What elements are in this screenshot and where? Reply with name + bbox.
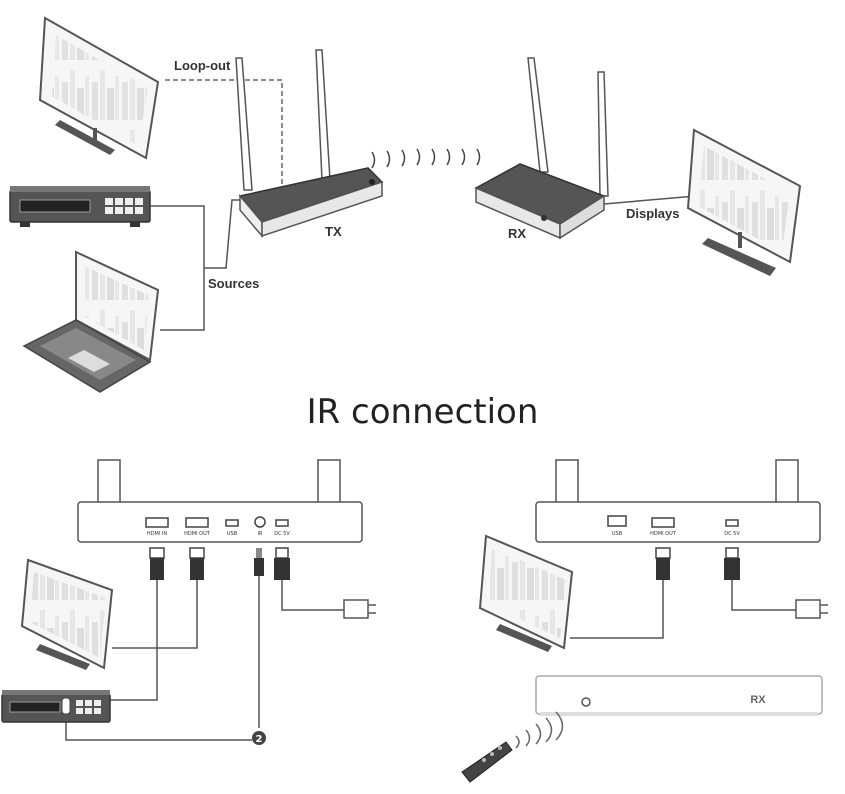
displays-label: Displays <box>626 206 680 221</box>
tx-power-adapter <box>343 599 376 619</box>
loop-out-label: Loop-out <box>174 58 231 73</box>
sources-label: Sources <box>208 276 260 291</box>
wireless-signal-waves <box>371 148 481 169</box>
rx-port-label: DC 5V <box>724 531 740 537</box>
section-title: IR connection <box>306 392 539 432</box>
hdmi-out-port <box>651 517 675 528</box>
rx-power-adapter <box>795 599 828 619</box>
rx-dc-power-plug <box>724 547 740 580</box>
ir-signal-waves <box>515 711 564 749</box>
sources-cabling <box>150 199 245 331</box>
ir-port <box>254 516 266 528</box>
rx-hdmi-plug <box>655 547 671 580</box>
dc-power-plug <box>274 547 290 580</box>
svg-text:2: 2 <box>256 734 263 745</box>
loop-out-line <box>165 79 283 185</box>
rx-antennas <box>527 57 609 197</box>
tx-label: TX <box>325 224 342 239</box>
ir-cable-plug <box>254 548 264 576</box>
set-top-box-source <box>9 186 151 227</box>
display-monitor <box>686 128 802 276</box>
tx-hdmi-plugs <box>149 547 205 580</box>
rx-port-label: USB <box>612 531 623 537</box>
display-cable <box>603 195 697 205</box>
tx-port-label: HDMI IN <box>147 531 167 537</box>
tx-port-label: USB <box>227 531 238 537</box>
rx-port-label: HDMI OUT <box>650 531 677 537</box>
tx-port-label: HDMI OUT <box>184 531 211 537</box>
tx-antennas <box>235 49 331 191</box>
rx-rear-ports <box>607 515 739 528</box>
dc-5v-port <box>725 519 739 527</box>
source-monitor-bottom <box>20 558 114 670</box>
rx-receiver <box>474 163 606 240</box>
tx-port-label: IR <box>258 531 263 537</box>
rx-label: RX <box>508 226 527 241</box>
laptop-source <box>22 250 160 393</box>
hdmi-out-port <box>185 517 209 528</box>
tx-transmitter <box>238 167 384 239</box>
loop-out-monitor <box>38 16 160 160</box>
rx-front-unit: RX <box>535 675 823 716</box>
tx-cables <box>65 576 344 741</box>
tx-rear-ports <box>145 516 289 528</box>
svg-text:RX: RX <box>750 694 766 706</box>
tx-port-label: DC 5V <box>274 531 290 537</box>
tx-rear-panel <box>77 501 363 543</box>
usb-port <box>607 515 627 527</box>
usb-port <box>225 519 239 527</box>
ir-remote-control <box>461 741 513 783</box>
set-top-box-bottom <box>1 690 111 723</box>
hdmi-in-port <box>145 517 169 528</box>
rx-rear-panel <box>535 501 821 543</box>
rx-cables <box>570 580 796 639</box>
rx-display-monitor-bottom <box>478 534 574 652</box>
ir-step-marker: 2 <box>252 731 266 745</box>
dc-5v-port <box>275 519 289 527</box>
